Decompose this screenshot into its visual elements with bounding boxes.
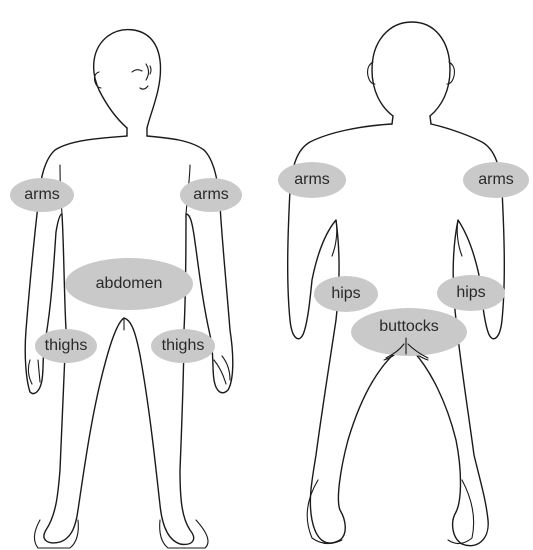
front-zone-thigh-left: thighs [35, 329, 97, 363]
front-label-arm-right: arms [193, 186, 229, 203]
back-neck [392, 116, 431, 124]
back-label-hip-right: hips [456, 284, 485, 301]
back-head [372, 22, 450, 116]
back-left-foot [307, 480, 342, 544]
front-zone-arm-left: arms [10, 178, 74, 212]
back-label-arm-right: arms [478, 171, 514, 188]
front-label-abdomen: abdomen [96, 275, 163, 292]
front-head [94, 30, 161, 128]
front-zone-thigh-right: thighs [151, 329, 215, 363]
back-label-buttocks: buttocks [379, 318, 439, 335]
front-left-hand [28, 360, 40, 384]
back-label-hip-left: hips [331, 285, 360, 302]
front-label-thigh-right: thighs [162, 337, 205, 354]
back-zone-arm-right: arms [463, 162, 529, 198]
front-face-details [132, 64, 151, 89]
front-left-foot [34, 520, 78, 548]
front-label-thigh-left: thighs [45, 337, 88, 354]
back-zone-hip-right: hips [437, 275, 505, 311]
back-zone-buttocks: buttocks [351, 308, 467, 358]
back-zone-arm-left: arms [278, 162, 346, 198]
back-zone-hip-left: hips [314, 276, 378, 312]
back-ears [368, 62, 455, 84]
front-right-hand [214, 356, 230, 384]
back-label-arm-left: arms [294, 171, 330, 188]
front-zone-abdomen: abdomen [65, 258, 193, 310]
front-zone-arm-right: arms [180, 178, 242, 212]
front-label-arm-left: arms [24, 186, 60, 203]
front-neck [127, 128, 147, 136]
